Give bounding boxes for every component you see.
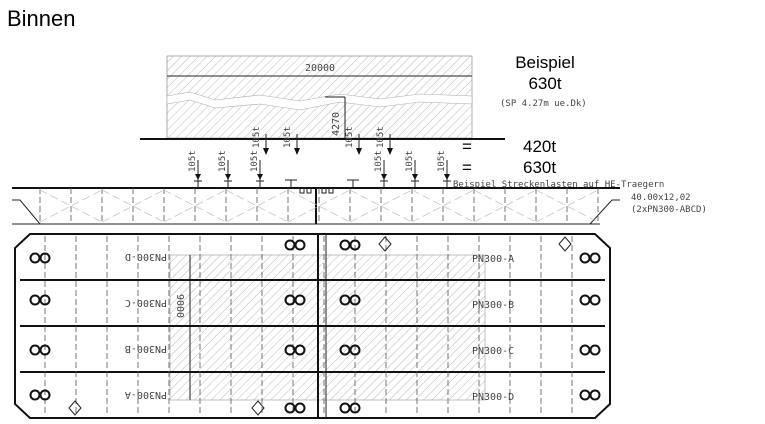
side-note-line1: Beispiel Streckenlasten auf HE-Traegern bbox=[453, 180, 664, 190]
side-view bbox=[12, 187, 620, 225]
bollard-icon bbox=[339, 402, 351, 414]
side-note-line2: 40.00x12,02 bbox=[631, 193, 691, 203]
load-label: 105t bbox=[437, 150, 447, 172]
bollard-icon bbox=[339, 239, 351, 251]
load-label: 105t bbox=[374, 150, 384, 172]
width-dimension: 9000 bbox=[174, 294, 185, 318]
load-label: 105t bbox=[345, 126, 355, 148]
side-note-line3: (2xPN300-ABCD) bbox=[631, 205, 707, 215]
load-label: 105t bbox=[376, 126, 386, 148]
load-label: 105t bbox=[250, 150, 260, 172]
pontoon-label-right: PN300-B bbox=[472, 300, 514, 311]
load-label: 105t bbox=[188, 150, 198, 172]
plan-view: 9000 bbox=[14, 233, 611, 419]
equals-sign-2: = bbox=[462, 158, 472, 177]
pontoon-label-left: PN300-A bbox=[125, 389, 167, 400]
manhole-icon bbox=[378, 236, 392, 252]
equals-sign-1: = bbox=[462, 137, 472, 156]
pontoon-label-left: PN300-B bbox=[125, 343, 167, 354]
load-label: 105t bbox=[283, 126, 293, 148]
load-label: 105t bbox=[252, 126, 262, 148]
page-title: Binnen bbox=[7, 6, 76, 31]
manhole-icon bbox=[68, 400, 82, 416]
bollard-icon bbox=[579, 389, 591, 401]
cargo-elevation: 20000 4270 bbox=[140, 55, 505, 140]
total-load-630: 630t bbox=[523, 158, 556, 177]
pontoon-label-right: PN300-D bbox=[472, 392, 514, 403]
manhole-icon bbox=[251, 400, 265, 416]
load-arrows: 105t 105t 105t 105t 105t 105t 105t 105t 105t 105t bbox=[188, 126, 451, 188]
example-weight: 630t bbox=[528, 74, 561, 93]
example-heading: Beispiel bbox=[515, 53, 575, 72]
bollard-icon bbox=[579, 252, 591, 264]
bollard-icon bbox=[29, 252, 41, 264]
length-dimension: 20000 bbox=[305, 63, 335, 74]
example-note: (SP 4.27m ue.Dk) bbox=[500, 99, 587, 109]
bollard-icon bbox=[579, 294, 591, 306]
pontoon-label-right: PN300-A bbox=[472, 254, 514, 265]
bollard-icon bbox=[29, 344, 41, 356]
height-dimension: 4270 bbox=[331, 112, 342, 136]
load-label: 105t bbox=[405, 150, 415, 172]
pontoon-label-left: PN300-C bbox=[125, 297, 167, 308]
pontoon-label-left: PN300-D bbox=[125, 251, 167, 262]
load-label: 105t bbox=[218, 150, 228, 172]
bollard-icon bbox=[579, 344, 591, 356]
bollard-icon bbox=[29, 389, 41, 401]
total-load-420: 420t bbox=[523, 137, 556, 156]
manhole-icon bbox=[558, 236, 572, 252]
bollard-icon bbox=[29, 294, 41, 306]
pontoon-label-right: PN300-C bbox=[472, 346, 514, 357]
